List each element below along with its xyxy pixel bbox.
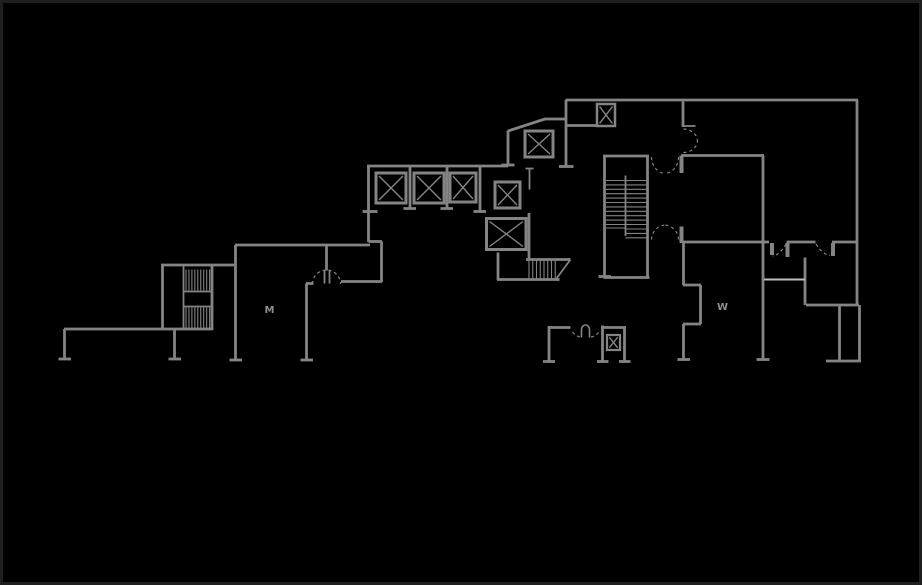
door-swing-arc — [683, 128, 699, 142]
elevator-x-icon — [489, 220, 524, 248]
room-label: M — [265, 305, 275, 316]
elevator-box — [605, 333, 622, 352]
door-swing-arc — [311, 269, 342, 285]
door-leaf — [580, 324, 591, 338]
detail-line — [555, 258, 572, 280]
elevator-x-icon — [497, 184, 518, 206]
elevator-box — [595, 102, 617, 128]
elevator-box — [523, 129, 555, 159]
elevator-box — [485, 217, 528, 251]
wall-segment — [507, 117, 546, 133]
door-swing-arc — [664, 224, 680, 240]
elevator-x-icon — [608, 336, 619, 349]
elevator-x-icon — [378, 175, 404, 201]
door-swing-arc — [683, 140, 699, 154]
room-label: W — [717, 302, 728, 313]
elevator-x-icon — [599, 106, 613, 124]
elevator-x-icon — [416, 175, 442, 201]
door-swing-arc — [650, 156, 666, 175]
door-swing-arc — [815, 243, 831, 257]
elevator-box — [493, 180, 522, 210]
door-swing-arc — [772, 243, 787, 257]
elevator-box — [448, 171, 478, 204]
door-swing-arc — [572, 331, 581, 338]
elevator-box — [374, 171, 408, 205]
elevator-x-icon — [527, 133, 551, 155]
door-swing-arc — [650, 224, 666, 240]
door-swing-arc — [664, 156, 680, 175]
door-swing-arc — [590, 332, 599, 338]
elevator-x-icon — [452, 175, 474, 200]
elevator-box — [412, 171, 446, 205]
